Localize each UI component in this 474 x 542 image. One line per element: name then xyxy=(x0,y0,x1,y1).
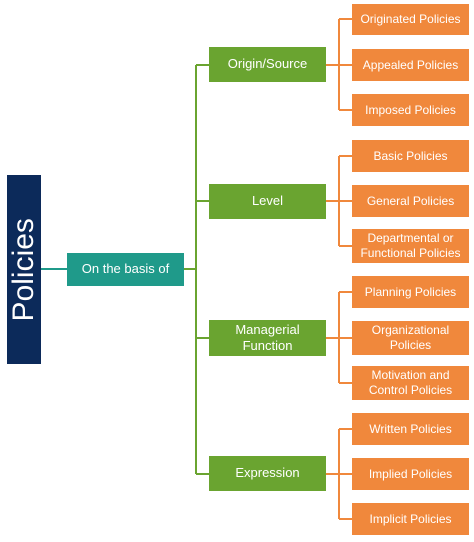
root-node: Policies xyxy=(7,175,41,364)
item-written-policies: Written Policies xyxy=(352,413,469,445)
root-label: Policies xyxy=(7,217,41,322)
item-organizational-policies: Organizational Policies xyxy=(352,321,469,355)
category-label: Expression xyxy=(235,465,300,481)
item-appealed-policies: Appealed Policies xyxy=(352,49,469,81)
item-planning-policies: Planning Policies xyxy=(352,276,469,308)
basis-label: On the basis of xyxy=(81,261,170,277)
item-label: Implicit Policies xyxy=(369,511,452,526)
item-implicit-policies: Implicit Policies xyxy=(352,503,469,535)
item-label: Organizational Policies xyxy=(371,323,450,352)
item-label: Departmental or Functional Policies xyxy=(360,231,461,260)
item-label: Imposed Policies xyxy=(365,102,456,117)
category-label: Origin/Source xyxy=(227,56,308,72)
item-basic-policies: Basic Policies xyxy=(352,140,469,172)
item-departmental-functional-policies: Departmental or Functional Policies xyxy=(352,229,469,263)
item-motivation-control-policies: Motivation and Control Policies xyxy=(352,366,469,400)
basis-node: On the basis of xyxy=(67,253,184,286)
item-label: Originated Policies xyxy=(360,12,461,26)
category-expression: Expression xyxy=(209,456,326,491)
item-label: Written Policies xyxy=(369,421,452,436)
item-implied-policies: Implied Policies xyxy=(352,458,469,490)
item-label: Implied Policies xyxy=(368,466,453,481)
item-originated-policies: Originated Policies xyxy=(352,4,469,35)
item-label: Basic Policies xyxy=(373,148,448,163)
category-label: Level xyxy=(251,193,284,209)
item-label: Appealed Policies xyxy=(362,57,459,72)
item-label: Planning Policies xyxy=(364,284,457,299)
item-general-policies: General Policies xyxy=(352,185,469,217)
item-imposed-policies: Imposed Policies xyxy=(352,94,469,126)
item-label: General Policies xyxy=(366,193,455,208)
item-label: Motivation and Control Policies xyxy=(368,368,453,397)
category-level: Level xyxy=(209,184,326,219)
category-managerial-function: Managerial Function xyxy=(209,320,326,356)
category-label: Managerial Function xyxy=(235,321,300,353)
category-origin-source: Origin/Source xyxy=(209,47,326,82)
